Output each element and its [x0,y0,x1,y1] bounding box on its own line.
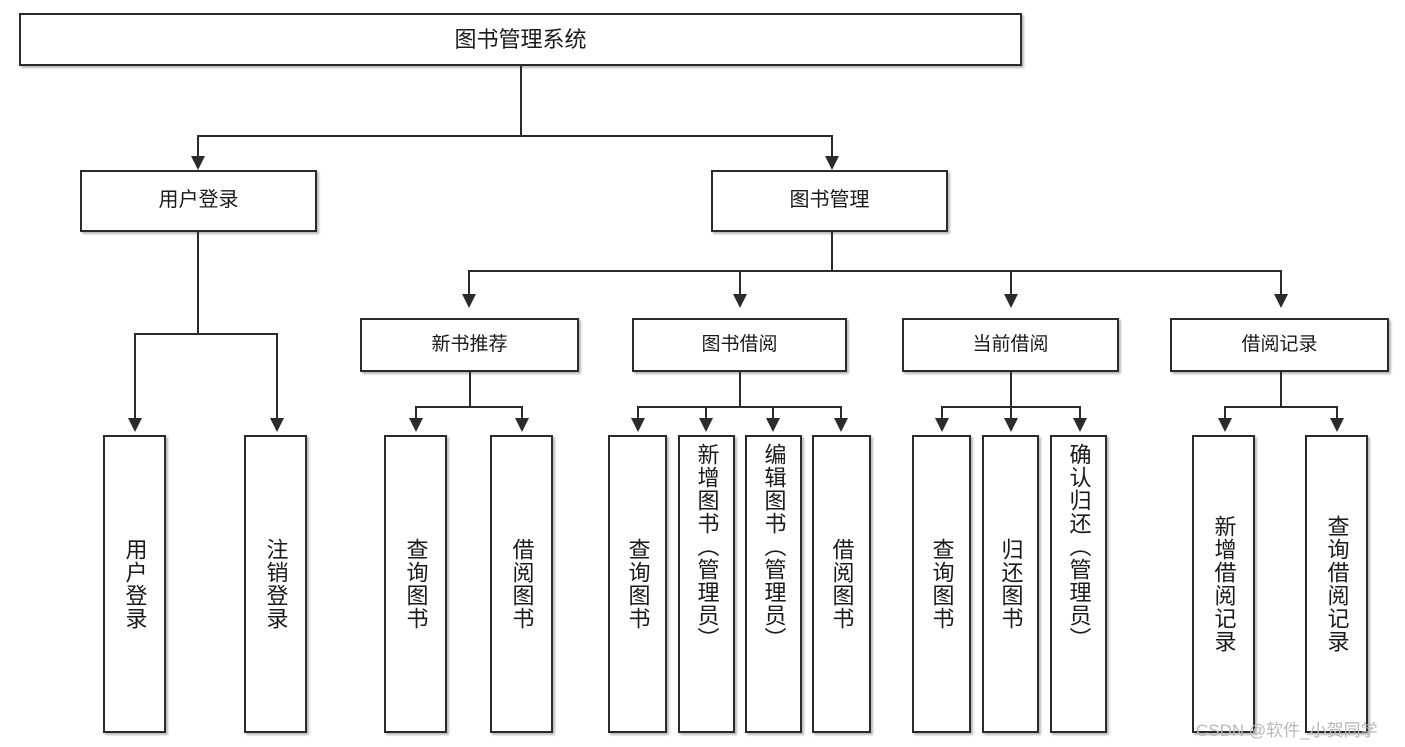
node-label: 新增借阅记录 [1211,515,1237,653]
connector-book-mgmt-stem [831,232,833,272]
connector-new-book-stem [469,372,471,408]
connector-tier2-drop-1 [468,270,470,298]
leaf-return-book[interactable]: 归还图书 [982,435,1039,733]
arrow-to-return-book [1004,418,1018,432]
arrow-to-query-borrow-record [1330,418,1344,432]
arrow-to-edit-book [766,418,780,432]
arrow-to-new-book-recommend [462,294,476,308]
node-label: 归还图书 [998,538,1024,630]
arrow-to-confirm-return [1073,418,1087,432]
arrow-to-book-borrow [733,294,747,308]
leaf-confirm-return-admin[interactable]: 确认归还（管理员） [1050,435,1107,733]
node-label: 借阅记录 [1241,333,1318,355]
leaf-query-book-borrow[interactable]: 查询图书 [608,435,667,733]
connector-book-borrow-stem [739,372,741,408]
connector-tier2-drop-4 [1280,270,1282,298]
node-label: 新增图书（管理员） [694,443,720,650]
node-label: 图书管理 [789,189,870,212]
node-label: 编辑图书（管理员） [761,443,787,650]
arrow-to-borrow-book-2 [834,418,848,432]
arrow-to-book-management [825,156,839,170]
leaf-query-book-current[interactable]: 查询图书 [912,435,971,733]
connector-root-stem [520,66,522,136]
arrow-to-user-login [191,156,205,170]
connector-current-borrow-stem [1010,372,1012,408]
connector-current-borrow-drop-2 [1010,406,1012,421]
leaf-borrow-book-recommend[interactable]: 借阅图书 [490,435,553,733]
arrow-to-query-book-3 [935,418,949,432]
arrow-to-query-book-2 [631,418,645,432]
connector-tier2-drop-2 [739,270,741,298]
arrow-to-query-book-1 [409,418,423,432]
leaf-logout[interactable]: 注销登录 [244,435,307,733]
leaf-user-login[interactable]: 用户登录 [103,435,166,733]
connector-new-book-bar [415,406,523,408]
arrow-to-current-borrow [1004,294,1018,308]
leaf-add-borrow-record[interactable]: 新增借阅记录 [1192,435,1255,733]
connector-current-borrow-drop-3 [1079,406,1081,421]
node-label: 确认归还（管理员） [1066,443,1092,650]
node-root-book-management-system[interactable]: 图书管理系统 [19,13,1022,66]
leaf-query-borrow-record[interactable]: 查询借阅记录 [1305,435,1368,733]
arrow-to-borrow-book-1 [515,418,529,432]
node-label: 借阅图书 [829,538,855,630]
node-label: 用户登录 [158,189,239,212]
connector-tier1-drop-left [197,135,199,162]
leaf-add-book-admin[interactable]: 新增图书（管理员） [678,435,735,733]
connector-book-borrow-drop-1 [637,406,639,421]
connector-user-login-drop-2 [276,333,278,421]
arrow-to-add-borrow-record [1218,418,1232,432]
node-label: 图书管理系统 [454,26,587,52]
connector-tier2-drop-3 [1010,270,1012,298]
node-borrow-record[interactable]: 借阅记录 [1170,318,1389,372]
connector-book-borrow-drop-3 [772,406,774,421]
arrow-to-user-login-leaf [128,418,142,432]
connector-tier2-bar [468,270,1282,272]
node-label: 图书借阅 [701,333,778,355]
connector-tier1-drop-right [831,135,833,162]
connector-tier1-bar [197,135,832,137]
connector-book-borrow-drop-2 [705,406,707,421]
connector-current-borrow-drop-1 [941,406,943,421]
arrow-to-borrow-record [1274,294,1288,308]
node-book-borrow[interactable]: 图书借阅 [632,318,847,372]
node-label: 查询借阅记录 [1324,515,1350,653]
leaf-borrow-book[interactable]: 借阅图书 [812,435,871,733]
arrow-to-add-book [699,418,713,432]
node-label: 查询图书 [929,538,955,630]
connector-new-book-drop-2 [521,406,523,421]
node-new-book-recommend[interactable]: 新书推荐 [360,318,579,372]
connector-book-borrow-bar [637,406,842,408]
node-label: 用户登录 [122,538,148,630]
connector-borrow-record-bar [1224,406,1337,408]
leaf-query-book-recommend[interactable]: 查询图书 [384,435,447,733]
connector-user-login-stem [197,232,199,335]
node-label: 借阅图书 [509,538,535,630]
connector-book-borrow-drop-4 [840,406,842,421]
connector-borrow-record-drop-1 [1224,406,1226,421]
connector-borrow-record-stem [1280,372,1282,408]
node-current-borrow[interactable]: 当前借阅 [902,318,1119,372]
connector-borrow-record-drop-2 [1336,406,1338,421]
connector-user-login-drop-1 [134,333,136,421]
node-label: 查询图书 [403,538,429,630]
node-label: 查询图书 [625,538,651,630]
node-book-management[interactable]: 图书管理 [711,170,948,232]
node-label: 当前借阅 [972,333,1049,355]
connector-new-book-drop-1 [415,406,417,421]
node-label: 注销登录 [263,538,289,630]
arrow-to-logout-leaf [270,418,284,432]
leaf-edit-book-admin[interactable]: 编辑图书（管理员） [745,435,802,733]
node-label: 新书推荐 [431,333,508,355]
node-user-login[interactable]: 用户登录 [80,170,317,232]
connector-user-login-bar [134,333,278,335]
